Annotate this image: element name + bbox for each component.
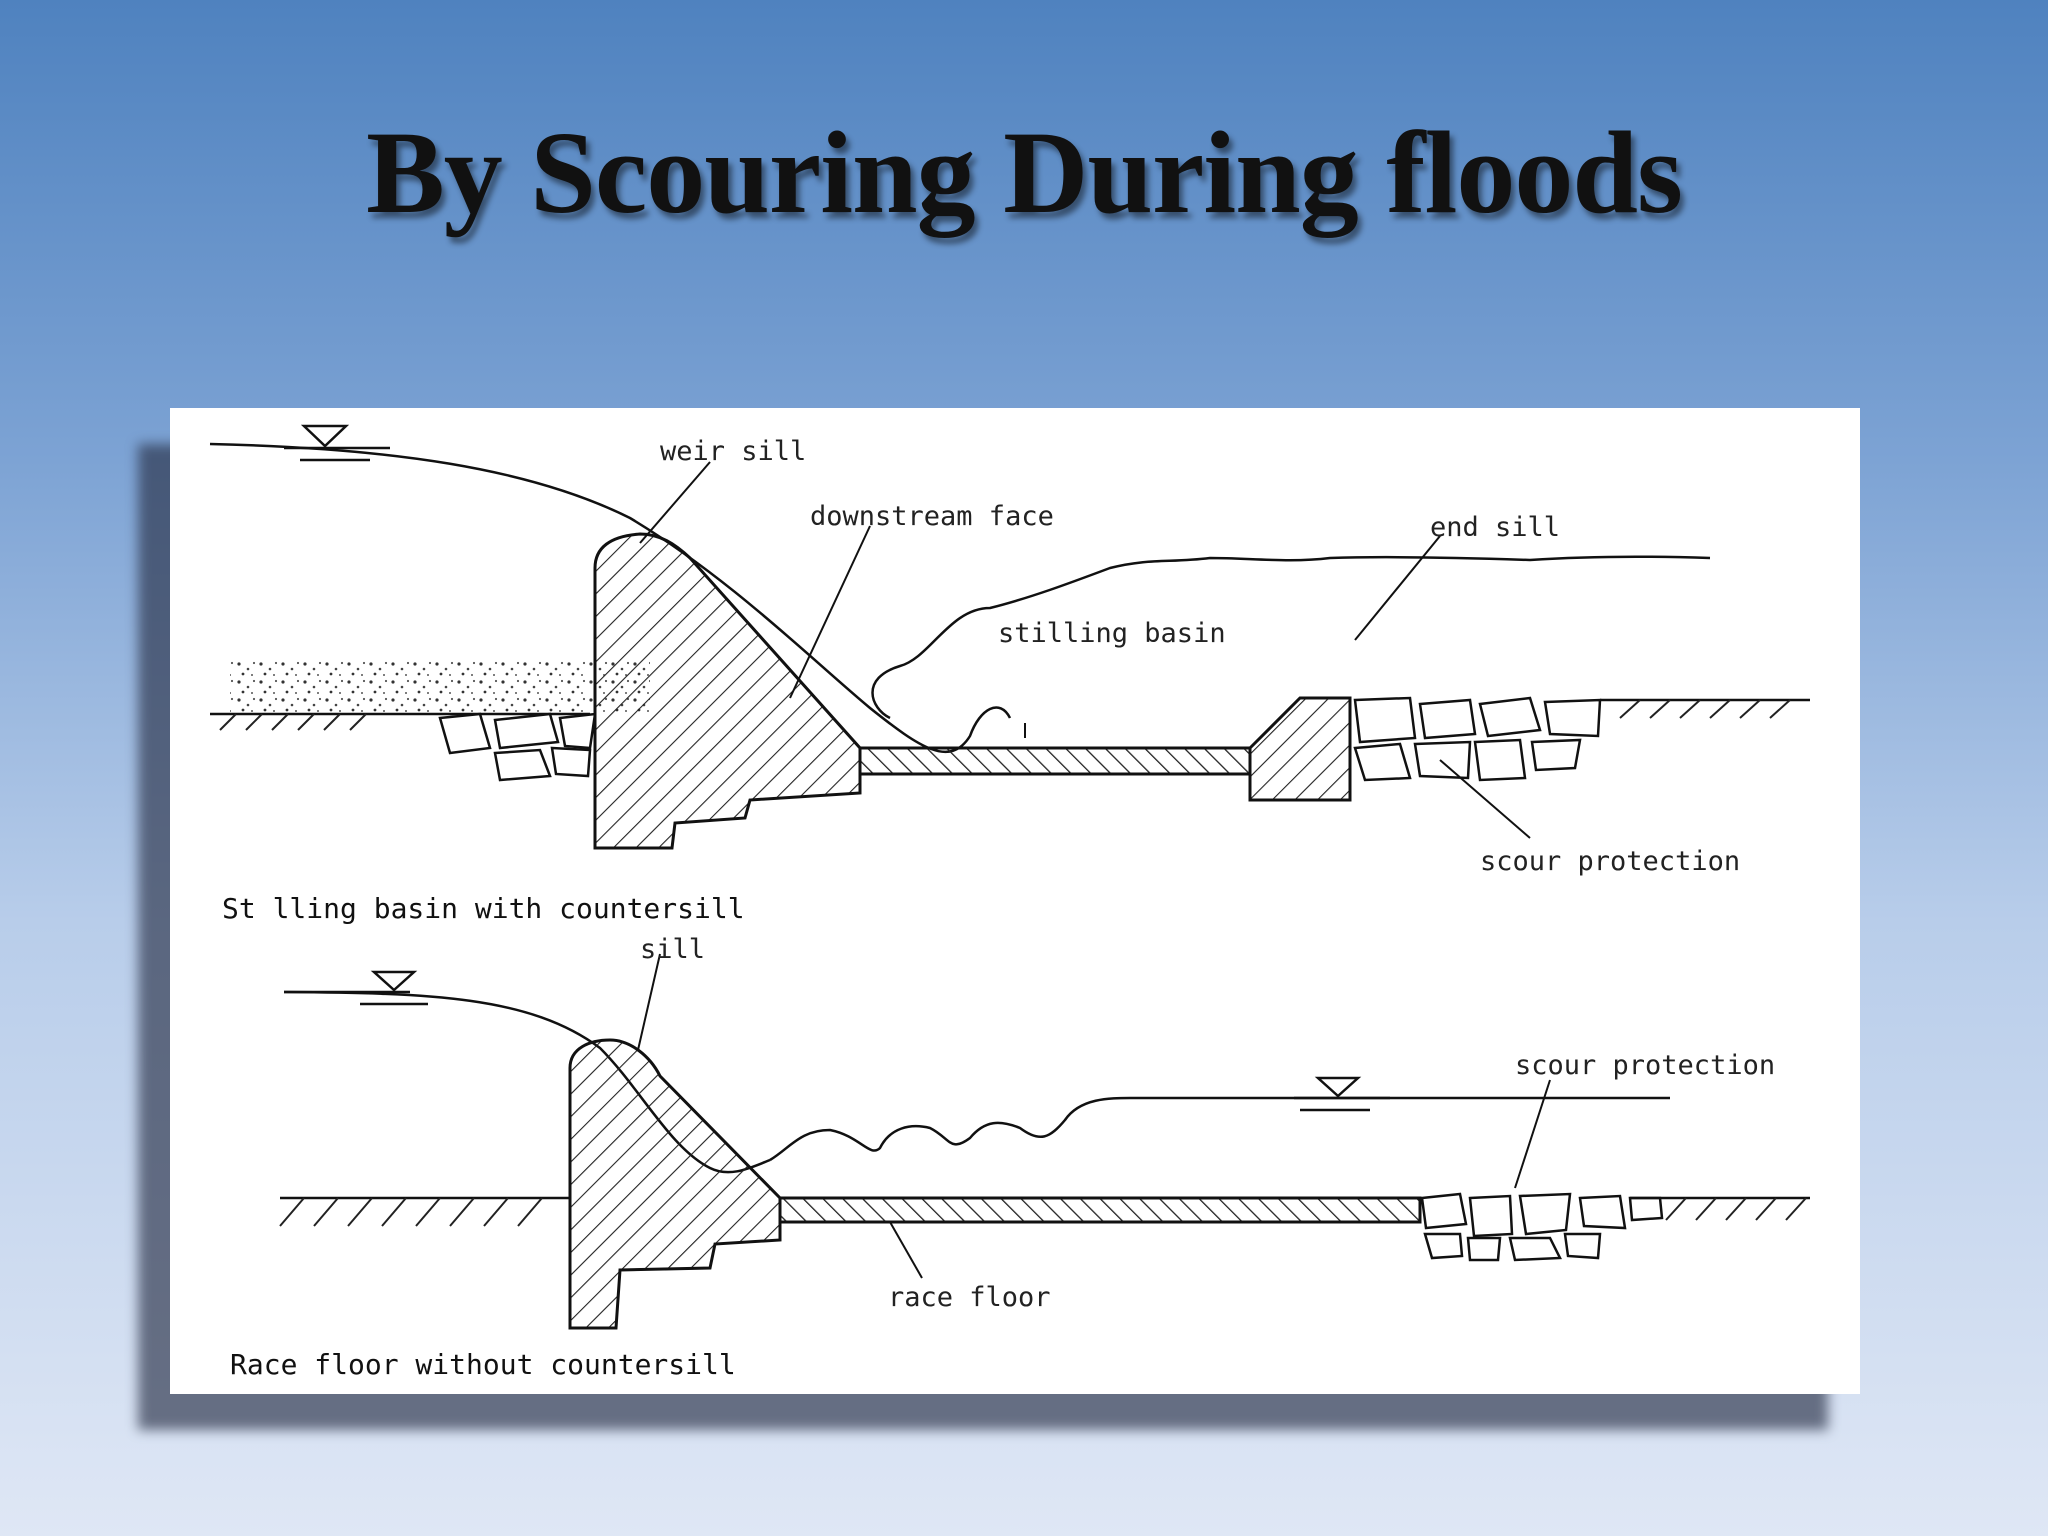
upstream-gravel-fill	[230, 658, 650, 714]
bottom-downstream-hatch	[1665, 1197, 1807, 1221]
downstream-ground-hatch	[1619, 699, 1791, 719]
downstream-riprap-top	[1353, 696, 1602, 782]
top-leader-lines	[639, 461, 1531, 839]
stilling-basin-diagram: weir sill downstream face end sill still…	[209, 424, 1810, 925]
race-floor-slab	[778, 1196, 1422, 1224]
water-level-symbol	[284, 424, 390, 462]
weir-diagram-svg: weir sill downstream face end sill still…	[209, 424, 1810, 1381]
bottom-jump-surface	[769, 1096, 1670, 1162]
bottom-leader-lines	[637, 953, 1551, 1279]
hydraulic-jump-surface	[871, 555, 1711, 720]
weir-body	[593, 532, 862, 850]
label-stilling-basin: stilling basin	[998, 618, 1226, 649]
label-sill: sill	[640, 934, 705, 965]
upstream-riprap	[438, 712, 597, 782]
label-scour-protection-bottom: scour protection	[1515, 1050, 1775, 1081]
label-end-sill: end sill	[1430, 512, 1560, 543]
water-level-symbol-upstream	[284, 970, 428, 1006]
upstream-water-surface	[209, 442, 1012, 754]
bottom-upstream-hatch	[279, 1197, 543, 1227]
label-race-floor: race floor	[888, 1282, 1051, 1313]
upstream-ground-hatch	[219, 713, 367, 731]
water-level-symbol-downstream	[1294, 1076, 1390, 1112]
label-scour-protection-top: scour protection	[1480, 846, 1740, 877]
label-downstream-face: downstream face	[810, 501, 1054, 532]
caption-race-floor: Race floor without countersill	[230, 1348, 736, 1381]
stilling-basin-floor	[858, 746, 1252, 776]
race-floor-diagram: sill scour protection race floor Race fl…	[230, 934, 1810, 1381]
bottom-riprap	[1420, 1192, 1664, 1262]
bottom-sill-body	[568, 1038, 782, 1330]
end-sill	[1248, 696, 1352, 802]
caption-stilling-basin: St lling basin with countersill	[222, 892, 745, 925]
weir-diagram-figure: weir sill downstream face end sill still…	[170, 408, 1860, 1394]
label-weir-sill: weir sill	[660, 436, 806, 467]
slide-title: By Scouring During floods	[366, 107, 1683, 238]
